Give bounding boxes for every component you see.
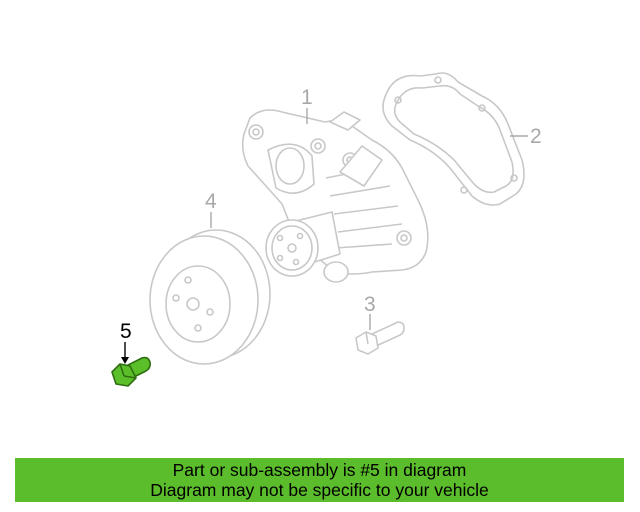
banner-line-2: Diagram may not be specific to your vehi… xyxy=(150,480,489,500)
callout-arrowhead-5 xyxy=(121,357,129,364)
highlighted-bolt[interactable] xyxy=(111,356,151,387)
callout-label-2: 2 xyxy=(530,125,542,148)
pulley xyxy=(149,229,271,365)
gasket xyxy=(382,72,525,206)
pump-bolt xyxy=(355,321,405,355)
callout-label-4: 4 xyxy=(205,190,217,213)
callout-label-3: 3 xyxy=(364,293,376,316)
banner-line-1: Part or sub-assembly is #5 in diagram xyxy=(172,460,467,480)
callout-label-5: 5 xyxy=(120,320,132,343)
info-banner: Part or sub-assembly is #5 in diagram Di… xyxy=(15,458,624,502)
callout-label-1: 1 xyxy=(301,86,313,109)
water-pump-body xyxy=(241,109,429,283)
